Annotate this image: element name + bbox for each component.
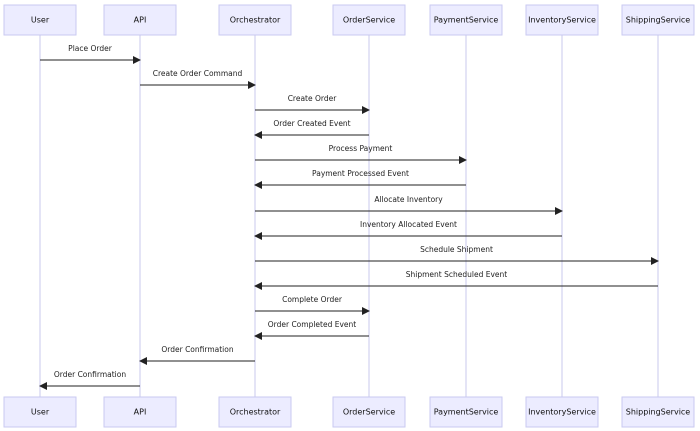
lifelines <box>39 35 659 397</box>
participant-inventory-bottom[interactable]: InventoryService <box>525 396 599 428</box>
participant-api-top[interactable]: API <box>103 4 177 36</box>
participant-label: InventoryService <box>528 408 596 417</box>
message-6: Payment Processed Event <box>254 169 466 189</box>
message-label: Shipment Scheduled Event <box>406 270 508 279</box>
participant-box <box>332 396 406 428</box>
participant-box <box>525 396 599 428</box>
participant-label: PaymentService <box>434 408 499 417</box>
message-7: Allocate Inventory <box>255 195 563 215</box>
participant-order-top[interactable]: OrderService <box>332 4 406 36</box>
message-label: Place Order <box>68 44 113 53</box>
message-label: Create Order <box>288 94 338 103</box>
participant-user-top[interactable]: User <box>3 4 77 36</box>
participant-box <box>429 4 503 36</box>
participant-label: ShippingService <box>626 16 691 25</box>
message-8: Inventory Allocated Event <box>254 220 562 240</box>
message-2: Create Order Command <box>140 69 256 89</box>
participant-label: PaymentService <box>434 16 499 25</box>
participant-box <box>621 396 695 428</box>
message-11: Complete Order <box>255 295 370 315</box>
participant-shipping-top[interactable]: ShippingService <box>621 4 695 36</box>
participant-label: ShippingService <box>626 408 691 417</box>
message-1: Place Order <box>40 44 141 64</box>
message-label: Order Created Event <box>273 119 350 128</box>
message-label: Inventory Allocated Event <box>360 220 457 229</box>
participant-label: OrderService <box>343 408 395 417</box>
participant-label: User <box>31 408 50 417</box>
participant-box <box>218 4 292 36</box>
participant-box <box>429 396 503 428</box>
message-label: Complete Order <box>282 295 343 304</box>
message-label: Order Confirmation <box>161 345 233 354</box>
participant-api-bottom[interactable]: API <box>103 396 177 428</box>
message-4: Order Created Event <box>254 119 369 139</box>
message-label: Process Payment <box>329 144 393 153</box>
participant-label: User <box>31 16 50 25</box>
participant-box <box>525 4 599 36</box>
participant-label: InventoryService <box>528 16 596 25</box>
participant-order-bottom[interactable]: OrderService <box>332 396 406 428</box>
participant-orchestrator-top[interactable]: Orchestrator <box>218 4 292 36</box>
message-14: Order Confirmation <box>39 370 140 390</box>
participant-payment-top[interactable]: PaymentService <box>429 4 503 36</box>
participant-inventory-top[interactable]: InventoryService <box>525 4 599 36</box>
message-13: Order Confirmation <box>139 345 255 365</box>
participant-box <box>3 4 77 36</box>
participant-label: API <box>134 408 147 417</box>
participant-user-bottom[interactable]: User <box>3 396 77 428</box>
message-9: Schedule Shipment <box>255 245 659 265</box>
message-label: Order Confirmation <box>54 370 126 379</box>
message-label: Create Order Command <box>153 69 243 78</box>
participant-label: API <box>134 16 147 25</box>
participant-shipping-bottom[interactable]: ShippingService <box>621 396 695 428</box>
message-12: Order Completed Event <box>254 320 369 340</box>
participant-box <box>218 396 292 428</box>
message-5: Process Payment <box>255 144 467 164</box>
message-label: Payment Processed Event <box>312 169 409 178</box>
participant-label: Orchestrator <box>230 16 281 25</box>
message-10: Shipment Scheduled Event <box>254 270 658 290</box>
participants: UserUserAPIAPIOrchestratorOrchestratorOr… <box>3 4 695 428</box>
message-label: Schedule Shipment <box>420 245 493 254</box>
participant-box <box>103 4 177 36</box>
participant-orchestrator-bottom[interactable]: Orchestrator <box>218 396 292 428</box>
message-label: Order Completed Event <box>268 320 357 329</box>
participant-box <box>3 396 77 428</box>
participant-box <box>103 396 177 428</box>
participant-label: Orchestrator <box>230 408 281 417</box>
participant-payment-bottom[interactable]: PaymentService <box>429 396 503 428</box>
message-3: Create Order <box>255 94 370 114</box>
participant-label: OrderService <box>343 16 395 25</box>
participant-box <box>332 4 406 36</box>
message-label: Allocate Inventory <box>374 195 443 204</box>
participant-box <box>621 4 695 36</box>
